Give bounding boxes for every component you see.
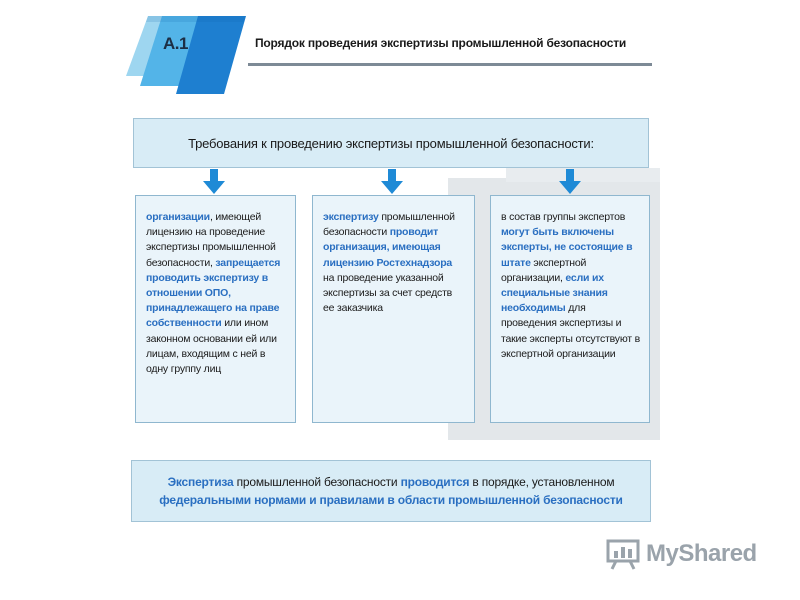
requirement-column-2: экспертизу промышленной безопасности про… [312,195,475,423]
arrow-down-icon [559,169,581,194]
footer-text-part: федеральными нормами и правилами в облас… [159,493,623,507]
footer-text: Экспертиза промышленной безопасности про… [150,473,632,509]
column-text-part: если их специальные знания необходимы [501,271,608,315]
column-text-part: экспертизу [323,211,379,223]
requirements-box: Требования к проведению экспертизы промы… [133,118,649,168]
footer-text-part: промышленной безопасности [233,475,401,489]
arrow-down-icon [381,169,403,194]
column-text-part: экспертной организации, [501,256,587,284]
requirement-column-1: организации, имеющей лицензию на проведе… [135,195,296,423]
requirements-title: Требования к проведению экспертизы промы… [188,135,594,151]
column-text-part: организации [146,211,210,223]
column-text-part: запрещается проводить экспертизу в отнош… [146,256,281,330]
column-text-part: в состав группы экспертов [501,211,626,223]
footer-text-part: в порядке, установленном [469,475,615,489]
column-text-part: на проведение указанной экспертизы за сч… [323,271,453,315]
footer-text-part: Экспертиза [167,475,234,489]
footer-text-part: проводится [400,475,470,489]
watermark: MyShared [606,536,766,572]
footer-box: Экспертиза промышленной безопасности про… [131,460,651,522]
watermark-text: MyShared [646,540,757,567]
column-text-part: промышленной безопасности [323,211,455,239]
section-code: А.1 [163,34,188,53]
header-ribbon [126,16,246,94]
arrow-down-icon [203,169,225,194]
presentation-board-icon [606,539,640,570]
page-title: Порядок проведения экспертизы промышленн… [255,36,627,50]
column-text-part: или ином законном основании ей или лицам… [146,317,277,376]
background-slab [506,168,660,182]
column-text-part: для проведения экспертизы и такие экспер… [501,302,640,360]
title-underline [248,63,652,66]
column-text-part: проводит организация, имеющая лицензию Р… [323,226,453,269]
column-text-part: могут быть включены эксперты, не состоящ… [501,226,633,269]
column-text-part: , имеющей лицензию на проведение эксперт… [146,211,276,269]
requirement-column-3: в состав группы экспертов могут быть вкл… [490,195,650,423]
